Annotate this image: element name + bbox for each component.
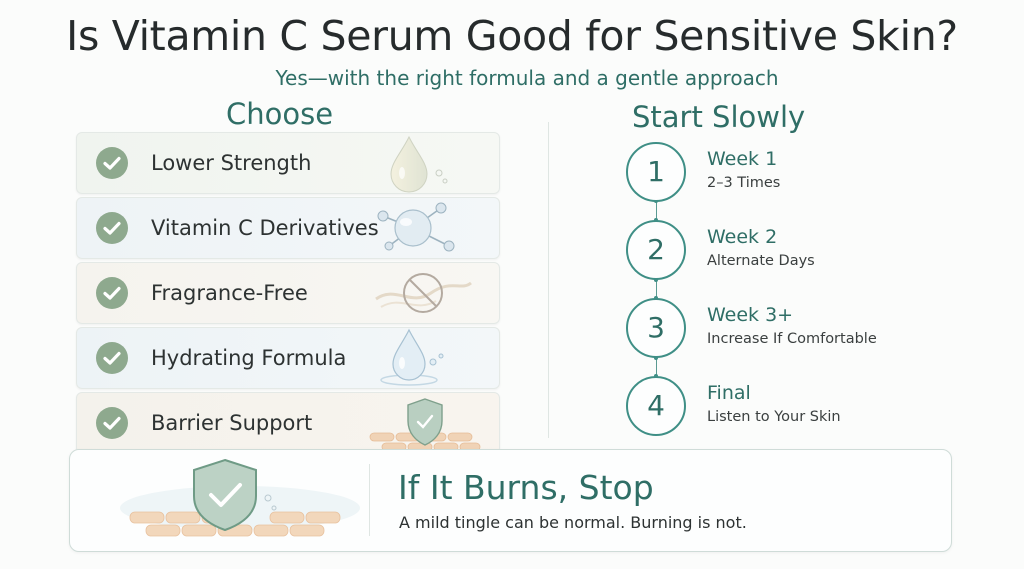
step-description: Listen to Your Skin — [707, 409, 841, 425]
choose-heading: Choose — [226, 97, 334, 131]
shield-skin-icon — [369, 398, 481, 452]
choose-item-label: Fragrance-Free — [151, 281, 308, 305]
check-icon — [96, 407, 128, 439]
choose-list: Lower Strength Vitamin C Derivatives — [76, 132, 500, 457]
step-week-2: 2 Week 2 Alternate Days — [626, 220, 946, 280]
step-number: 3 — [626, 298, 686, 358]
step-connector-dot — [654, 356, 658, 360]
step-description: Alternate Days — [707, 253, 815, 269]
page-title: Is Vitamin C Serum Good for Sensitive Sk… — [66, 12, 958, 60]
check-icon — [96, 147, 128, 179]
step-number: 1 — [626, 142, 686, 202]
choose-item-barrier-support: Barrier Support — [76, 392, 500, 454]
serum-drop-icon — [390, 135, 448, 193]
step-title: Final — [707, 382, 751, 404]
choose-item-lower-strength: Lower Strength — [76, 132, 500, 194]
choose-item-label: Hydrating Formula — [151, 346, 347, 370]
step-title: Week 1 — [707, 148, 778, 170]
warning-panel — [69, 449, 952, 552]
step-number: 2 — [626, 220, 686, 280]
water-drop-icon — [380, 328, 444, 386]
step-connector — [656, 357, 657, 377]
molecule-icon — [377, 202, 455, 252]
choose-item-vitamin-c-derivatives: Vitamin C Derivatives — [76, 197, 500, 259]
step-connector — [656, 200, 657, 221]
step-description: Increase If Comfortable — [707, 331, 877, 347]
column-divider — [548, 122, 549, 438]
check-icon — [96, 342, 128, 374]
step-number: 4 — [626, 376, 686, 436]
step-connector — [656, 279, 657, 299]
warning-divider — [369, 464, 370, 536]
choose-item-label: Lower Strength — [151, 151, 312, 175]
check-icon — [96, 212, 128, 244]
step-connector-dot — [654, 278, 658, 282]
warning-title: If It Burns, Stop — [398, 468, 654, 507]
step-week-3: 3 Week 3+ Increase If Comfortable — [626, 298, 946, 358]
shield-check-icon — [120, 458, 360, 537]
no-fragrance-icon — [375, 273, 472, 313]
page-subtitle: Yes—with the right formula and a gentle … — [275, 66, 779, 90]
start-slowly-heading: Start Slowly — [632, 100, 806, 134]
check-icon — [96, 277, 128, 309]
step-week-1: 1 Week 1 2–3 Times — [626, 142, 946, 202]
step-title: Week 3+ — [707, 304, 794, 326]
choose-item-label: Vitamin C Derivatives — [151, 216, 379, 240]
step-title: Week 2 — [707, 226, 778, 248]
choose-item-hydrating-formula: Hydrating Formula — [76, 327, 500, 389]
step-final: 4 Final Listen to Your Skin — [626, 376, 946, 436]
choose-item-fragrance-free: Fragrance-Free — [76, 262, 500, 324]
warning-text: A mild tingle can be normal. Burning is … — [399, 513, 747, 532]
choose-item-label: Barrier Support — [151, 411, 313, 435]
step-description: 2–3 Times — [707, 175, 781, 191]
